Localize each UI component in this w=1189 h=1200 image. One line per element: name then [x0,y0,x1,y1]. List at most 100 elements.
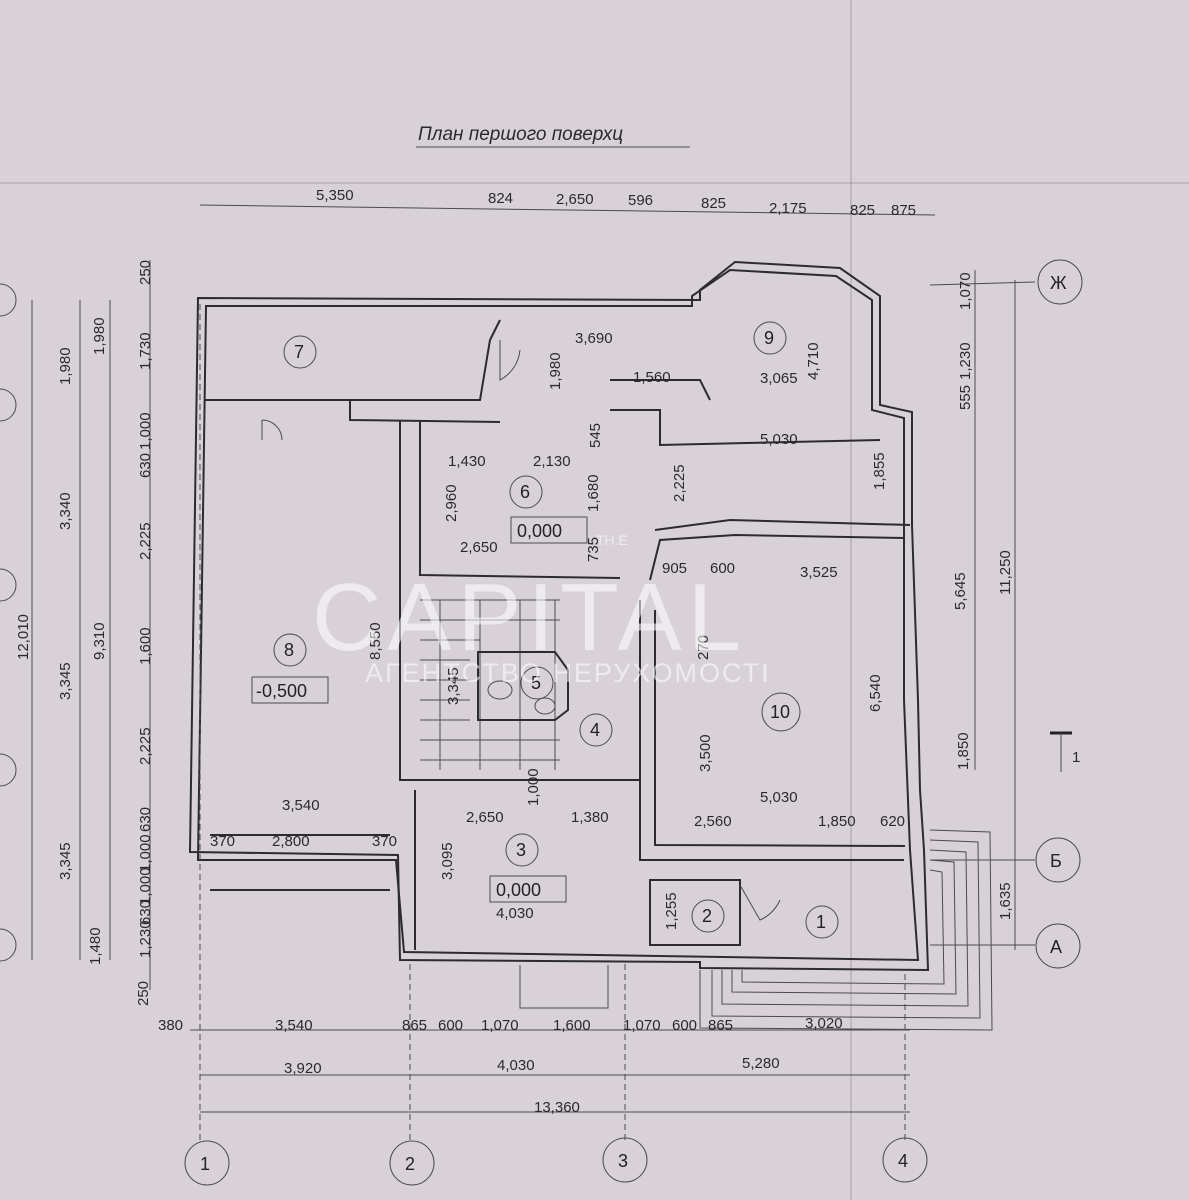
svg-text:6,540: 6,540 [867,674,884,712]
dim-top: 2,175 [769,200,807,217]
svg-text:4,710: 4,710 [805,342,822,380]
axis-label: 1 [200,1154,210,1174]
svg-text:370: 370 [372,833,397,850]
svg-text:555: 555 [957,385,974,410]
svg-text:1,730: 1,730 [137,332,154,370]
fold-line [850,0,852,1200]
svg-text:1,560: 1,560 [633,369,671,386]
svg-text:3,345: 3,345 [57,842,74,880]
svg-text:1,230: 1,230 [957,342,974,380]
svg-text:12,010: 12,010 [15,614,32,660]
room-number: 2 [702,906,712,926]
svg-text:3,020: 3,020 [805,1015,843,1032]
dim-top: 875 [891,202,916,219]
svg-text:370: 370 [210,833,235,850]
svg-text:4,030: 4,030 [497,1057,535,1074]
svg-text:380: 380 [158,1017,183,1034]
room-number: 7 [294,342,304,362]
level-value: 0,000 [517,521,562,541]
level-marks: 0,000 -0,500 0,000 [251,516,588,903]
svg-text:1,850: 1,850 [955,732,972,770]
fold-line [0,182,1189,184]
svg-text:1,230: 1,230 [137,920,154,958]
svg-text:865: 865 [402,1017,427,1034]
svg-text:545: 545 [587,423,604,448]
svg-text:3,540: 3,540 [282,797,320,814]
watermark-logo: CAPITAL [312,564,747,671]
room-number: 4 [590,720,600,740]
section-mark: 1 [1050,731,1080,772]
svg-text:1,980: 1,980 [57,347,74,385]
dim-top: 2,650 [556,191,594,208]
room-number: 5 [531,673,541,693]
watermark-small: ТН.Е [596,532,628,548]
axis-label: 3 [618,1151,628,1171]
svg-text:1,380: 1,380 [571,809,609,826]
svg-text:630: 630 [137,453,154,478]
svg-text:600: 600 [710,560,735,577]
svg-text:1,850: 1,850 [818,813,856,830]
svg-text:5,030: 5,030 [760,431,798,448]
room-labels: 1 2 3 4 5 6 7 8 9 10 [273,321,839,939]
svg-text:1,070: 1,070 [957,272,974,310]
axis-marker-row: Ж Б А [1035,259,1083,969]
svg-text:630: 630 [137,807,154,832]
dim-top: 596 [628,192,653,209]
watermark-tagline: АГЕНТСТВО НЕРУХОМОСТІ [365,658,771,688]
svg-text:2,225: 2,225 [137,727,154,765]
level-value: -0,500 [256,681,307,701]
svg-text:3,340: 3,340 [57,492,74,530]
svg-text:1,855: 1,855 [871,452,888,490]
inner-dimensions: 3,690 1,980 1,560 3,065 4,710 5,030 545 … [210,330,972,930]
svg-text:865: 865 [708,1017,733,1034]
dim-top: 825 [701,195,726,212]
svg-text:1,000: 1,000 [137,834,154,872]
svg-text:9,310: 9,310 [91,622,108,660]
svg-text:2,650: 2,650 [466,809,504,826]
svg-text:2,560: 2,560 [694,813,732,830]
svg-text:3,065: 3,065 [760,370,798,387]
svg-text:2,650: 2,650 [460,539,498,556]
svg-text:1,000: 1,000 [137,412,154,450]
svg-text:1,980: 1,980 [91,317,108,355]
svg-text:250: 250 [135,981,152,1006]
svg-text:5,030: 5,030 [760,789,798,806]
svg-text:11,250: 11,250 [997,550,1014,595]
room-number: 1 [816,912,826,932]
dim-top: 824 [488,190,513,207]
svg-text:1,255: 1,255 [663,892,680,930]
plan-title: План першого поверхц [418,124,623,145]
svg-text:1,430: 1,430 [448,453,486,470]
svg-text:1,635: 1,635 [997,882,1014,920]
svg-text:1,480: 1,480 [87,927,104,965]
svg-text:1: 1 [1072,749,1080,766]
svg-text:1,600: 1,600 [137,627,154,665]
left-dimensions: 12,010 1,980 3,340 3,345 3,345 1,480 1,9… [15,260,154,1006]
svg-text:1,680: 1,680 [585,474,602,512]
svg-text:3,345: 3,345 [445,667,462,705]
svg-text:3,920: 3,920 [284,1060,322,1077]
room-number: 8 [284,640,294,660]
svg-text:1,600: 1,600 [553,1017,591,1034]
svg-text:620: 620 [880,813,905,830]
axis-label: Б [1050,851,1062,871]
svg-text:3,345: 3,345 [57,662,74,700]
svg-text:8,550: 8,550 [367,622,384,660]
dim-top: 5,350 [316,187,354,204]
axis-label: Ж [1050,273,1067,293]
axis-label: А [1050,937,1062,957]
svg-text:1,070: 1,070 [481,1017,519,1034]
svg-text:3,095: 3,095 [439,842,456,880]
room-number: 9 [764,328,774,348]
svg-text:2,130: 2,130 [533,453,571,470]
axis-label: 4 [898,1151,908,1171]
svg-text:1,000: 1,000 [137,867,154,905]
svg-text:735: 735 [585,537,602,562]
axis-label: 2 [405,1154,415,1174]
svg-text:2,800: 2,800 [272,833,310,850]
svg-text:905: 905 [662,560,687,577]
svg-text:1,070: 1,070 [623,1017,661,1034]
